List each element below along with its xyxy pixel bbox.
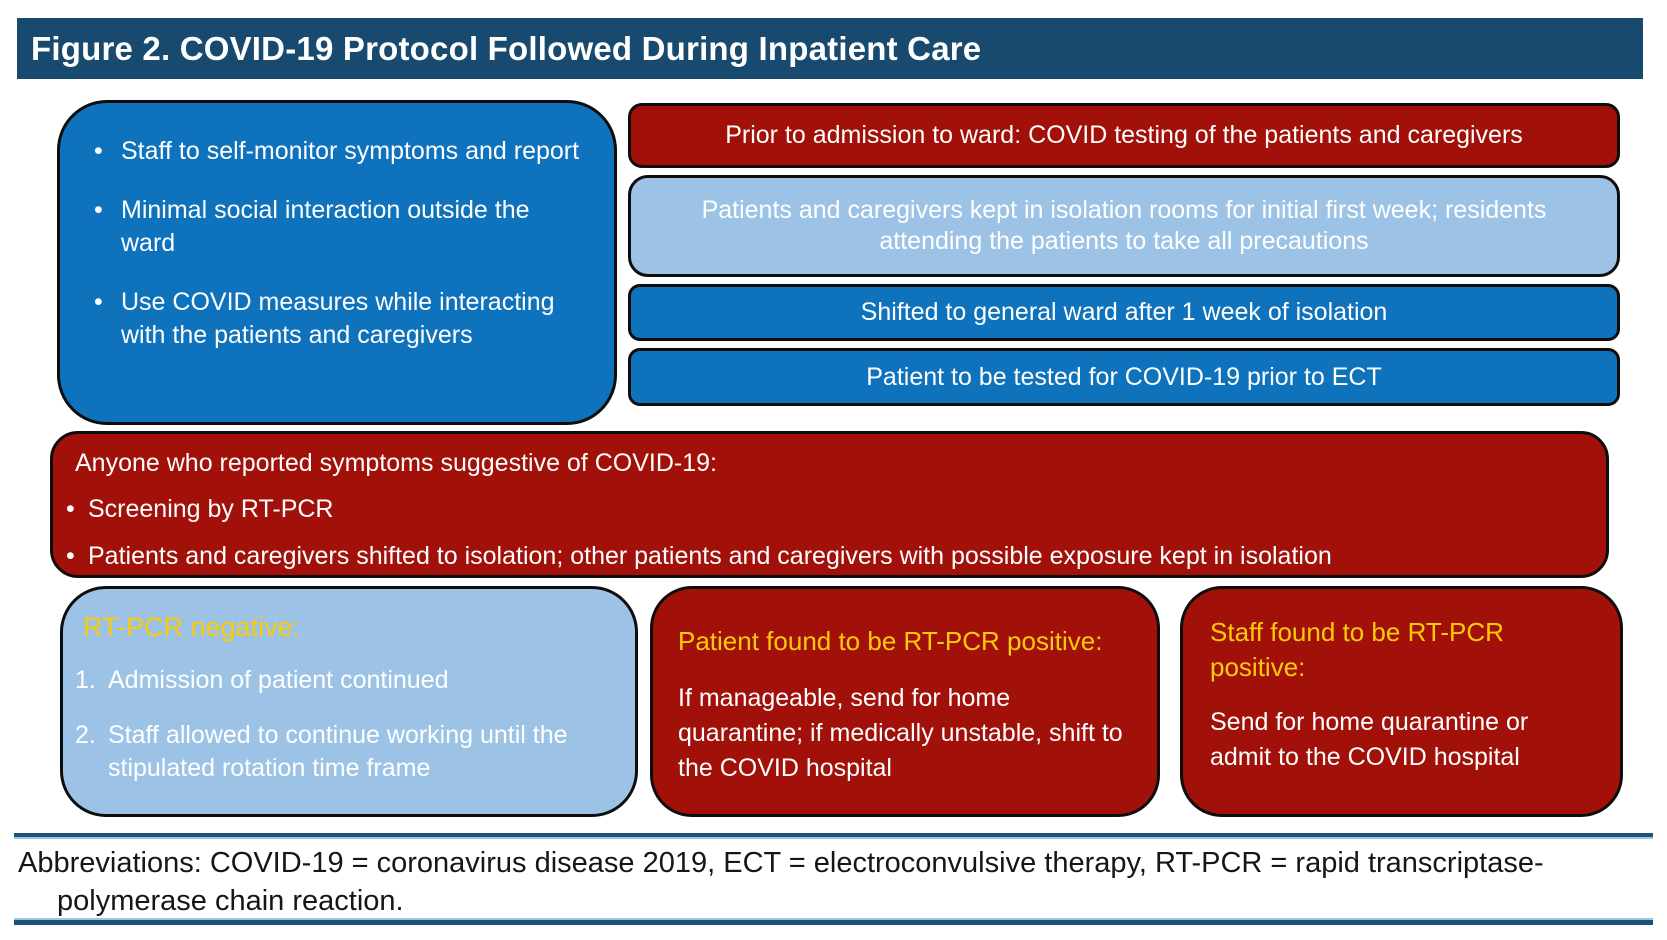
symptomatic-protocol-heading: Anyone who reported symptoms suggestive … bbox=[75, 449, 717, 477]
bullet-marker: • bbox=[66, 542, 75, 570]
flow-step-text: Shifted to general ward after 1 week of … bbox=[860, 298, 1388, 326]
rtpcr-negative-box: RT-PCR negative: 1. Admission of patient… bbox=[60, 586, 638, 817]
rtpcr-negative-heading: RT-PCR negative: bbox=[83, 612, 301, 642]
numbered-item: 1. Admission of patient continued bbox=[75, 664, 609, 697]
patient-positive-box: Patient found to be RT-PCR positive: If … bbox=[650, 586, 1160, 817]
figure-title-bar: Figure 2. COVID-19 Protocol Followed Dur… bbox=[17, 18, 1643, 79]
bullet-item: • Patients and caregivers shifted to iso… bbox=[66, 541, 1582, 572]
divider-bottom bbox=[14, 920, 1653, 925]
bullet-marker: • bbox=[66, 495, 75, 523]
flow-step-text: Patients and caregivers kept in isolatio… bbox=[701, 196, 1547, 255]
staff-precautions-box: • Staff to self-monitor symptoms and rep… bbox=[57, 100, 617, 425]
flow-step-text: Prior to admission to ward: COVID testin… bbox=[725, 121, 1523, 149]
bullet-text: Patients and caregivers shifted to isola… bbox=[88, 542, 1332, 570]
numbered-text: Admission of patient continued bbox=[108, 666, 449, 694]
bullet-marker: • bbox=[94, 137, 103, 165]
patient-positive-heading: Patient found to be RT-PCR positive: bbox=[678, 626, 1103, 656]
bullet-text: Use COVID measures while interacting wit… bbox=[121, 288, 555, 349]
staff-positive-heading: Staff found to be RT-PCR positive: bbox=[1210, 617, 1504, 682]
bullet-marker: • bbox=[94, 288, 103, 316]
bullet-text: Minimal social interaction outside the w… bbox=[121, 196, 530, 257]
flow-step-text: Patient to be tested for COVID-19 prior … bbox=[866, 362, 1382, 391]
bullet-text: Staff to self-monitor symptoms and repor… bbox=[121, 137, 580, 165]
abbreviations-note-line1: Abbreviations: COVID-19 = coronavirus di… bbox=[18, 847, 1544, 879]
symptomatic-protocol-box: Anyone who reported symptoms suggestive … bbox=[50, 431, 1609, 578]
number-marker: 1. bbox=[75, 666, 96, 694]
flow-step-ect-testing: Patient to be tested for COVID-19 prior … bbox=[628, 348, 1620, 406]
divider-bottom-highlight bbox=[14, 918, 1653, 920]
figure-title: Figure 2. COVID-19 Protocol Followed Dur… bbox=[31, 29, 982, 67]
bullet-marker: • bbox=[94, 196, 103, 224]
bullet-item: • Staff to self-monitor symptoms and rep… bbox=[94, 135, 586, 168]
numbered-text: Staff allowed to continue working until … bbox=[108, 721, 568, 782]
flow-step-covid-testing: Prior to admission to ward: COVID testin… bbox=[628, 103, 1620, 168]
bullet-item: • Screening by RT-PCR bbox=[66, 494, 1582, 525]
divider-top-highlight bbox=[14, 837, 1653, 839]
staff-positive-body: Send for home quarantine or admit to the… bbox=[1210, 708, 1529, 771]
abbreviations-note-line2: polymerase chain reaction. bbox=[57, 885, 404, 917]
staff-positive-box: Staff found to be RT-PCR positive: Send … bbox=[1180, 586, 1623, 817]
bullet-item: • Use COVID measures while interacting w… bbox=[94, 286, 586, 352]
bullet-text: Screening by RT-PCR bbox=[88, 495, 334, 523]
bullet-item: • Minimal social interaction outside the… bbox=[94, 194, 586, 260]
patient-positive-body: If manageable, send for home quarantine;… bbox=[678, 684, 1123, 782]
divider-top bbox=[14, 833, 1653, 837]
numbered-item: 2. Staff allowed to continue working unt… bbox=[75, 719, 609, 785]
number-marker: 2. bbox=[75, 721, 96, 749]
flow-step-isolation-week: Patients and caregivers kept in isolatio… bbox=[628, 175, 1620, 277]
flow-step-general-ward: Shifted to general ward after 1 week of … bbox=[628, 284, 1620, 341]
